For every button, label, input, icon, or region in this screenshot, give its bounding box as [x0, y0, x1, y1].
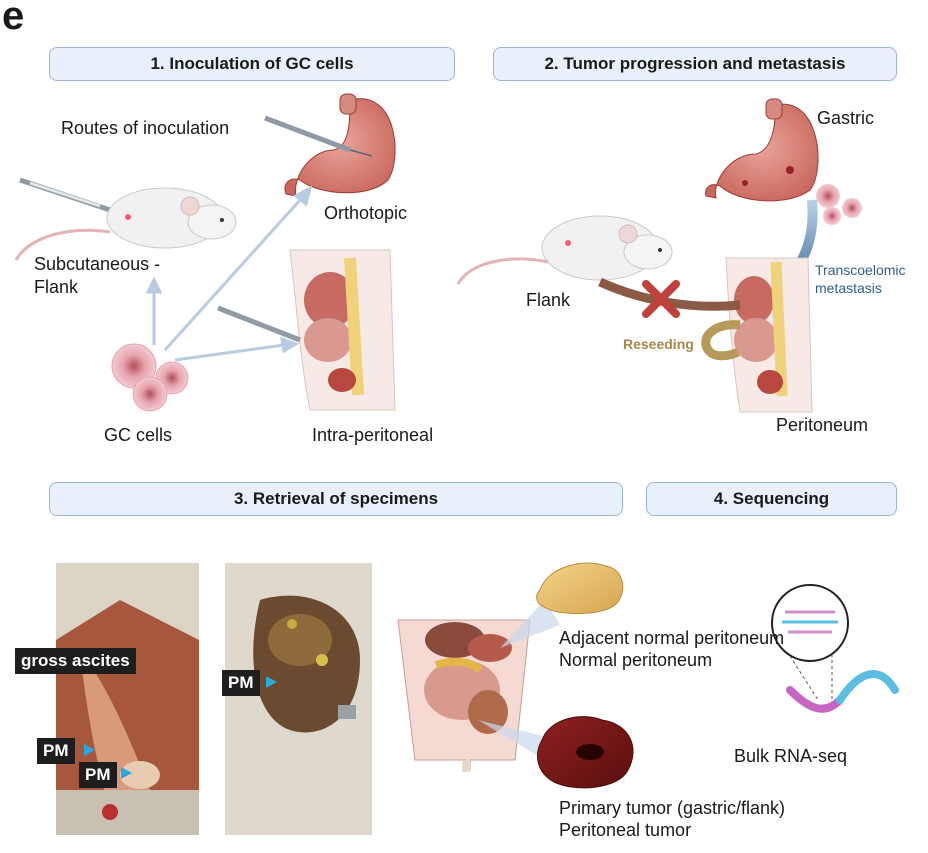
pm-arrow-1 [84, 744, 95, 756]
reseeding-arrow [701, 320, 741, 361]
callout-adjacent [500, 600, 560, 648]
intraperitoneal-label: Intra-peritoneal [312, 425, 434, 445]
peritoneum-label: Peritoneum [776, 415, 869, 435]
stomach-icon-gastric [705, 98, 819, 202]
flank-label: Flank [34, 277, 79, 297]
photo-gross-ascites [56, 563, 199, 835]
peritoneum-tissue-icon [536, 562, 624, 615]
orthotopic-label: Orthotopic [324, 203, 408, 223]
subcutaneous-label: Subcutaneous - [34, 254, 161, 274]
gc-cells-icon [111, 343, 189, 412]
body-icon-peritoneum [725, 257, 813, 413]
photo-peritoneal-metastasis [225, 563, 372, 835]
metastatic-cells-icon [816, 184, 862, 225]
adjacent-normal-peritoneum-label: Adjacent normal peritoneum [559, 628, 785, 648]
inoculation-arrows [145, 184, 313, 362]
routes-of-inoculation-label: Routes of inoculation [61, 118, 230, 138]
pm-tag-2: PM [79, 762, 117, 788]
mouse-icon-flank [456, 215, 673, 285]
pm-arrow-2 [121, 767, 132, 779]
body-icon-intraperitoneal [217, 249, 396, 411]
normal-peritoneum-label: Normal peritoneum [559, 650, 713, 670]
bulk-rna-seq-label: Bulk RNA-seq [734, 746, 848, 766]
header-progression: 2. Tumor progression and metastasis [493, 47, 897, 81]
transcoelomic-label: Transcoelomic [815, 262, 906, 278]
peritoneal-tumor-label: Peritoneal tumor [559, 820, 692, 840]
metastasis-label: metastasis [815, 280, 882, 296]
pm-tag-3: PM [222, 670, 260, 696]
header-retrieval: 3. Retrieval of specimens [49, 482, 623, 516]
pm-tag-1: PM [37, 738, 75, 764]
pm-arrow-3 [266, 676, 277, 688]
mouse-icon-subcutaneous [14, 187, 237, 261]
flank-label-2: Flank [526, 290, 571, 310]
panel-letter: e [2, 0, 25, 38]
blocked-cross-icon [642, 280, 680, 318]
header-sequencing: 4. Sequencing [646, 482, 897, 516]
gc-cells-label: GC cells [104, 425, 173, 445]
rna-sequencing-icon [771, 584, 899, 713]
reseeding-label: Reseeding [623, 336, 694, 352]
gastric-label: Gastric [817, 108, 875, 128]
header-inoculation: 1. Inoculation of GC cells [49, 47, 455, 81]
abdomen-dissection-icon [397, 619, 531, 772]
stomach-icon-orthotopic [264, 93, 396, 197]
primary-tumor-label: Primary tumor (gastric/flank) [559, 798, 786, 818]
callout-tumor [478, 720, 550, 762]
gross-ascites-tag: gross ascites [15, 648, 136, 674]
